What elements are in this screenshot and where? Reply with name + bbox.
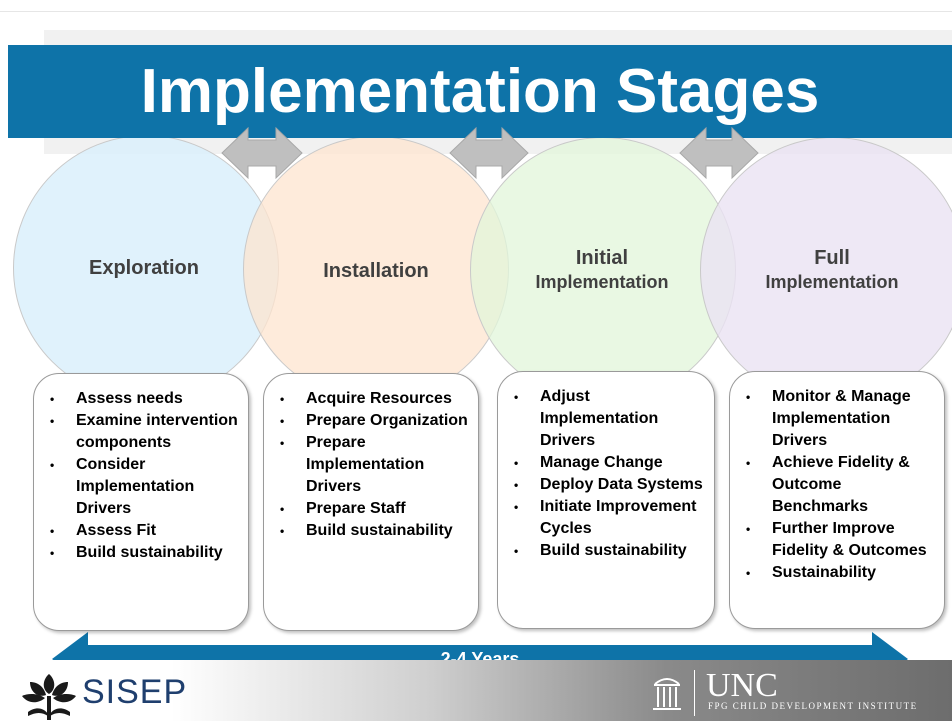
list-item: Prepare Organization [276, 410, 468, 432]
footer-band [0, 660, 952, 721]
old-well-icon [653, 678, 681, 710]
unc-logo-text: UNC [706, 667, 778, 704]
stage-box-exploration: Assess needs Examine intervention compon… [33, 373, 249, 631]
list-item: Deploy Data Systems [510, 474, 704, 496]
stage-circle-initial-implementation [470, 137, 736, 403]
list-item: Achieve Fidelity & Outcome Benchmarks [742, 452, 938, 518]
list-item: Adjust Implementation Drivers [510, 386, 704, 452]
stage-label-full-implementation: Full Implementation [765, 247, 899, 292]
list-item: Prepare Implementation Drivers [276, 432, 468, 498]
top-divider [0, 11, 952, 12]
stage-circle-exploration [13, 135, 279, 401]
stage-label-exploration: Exploration [88, 257, 199, 279]
footer-divider [694, 670, 695, 716]
activity-list: Monitor & Manage Implementation Drivers … [742, 386, 938, 584]
list-item: Assess Fit [46, 520, 238, 542]
list-item: Examine intervention components [46, 410, 238, 454]
stage-circle-full-implementation [700, 137, 952, 403]
sisep-logo-text: SISEP [82, 673, 188, 711]
stage-box-installation: Acquire Resources Prepare Organization P… [263, 373, 479, 631]
list-item: Manage Change [510, 452, 704, 474]
sisep-logo-icon [22, 674, 76, 720]
title-bar [8, 45, 952, 138]
activity-list: Adjust Implementation Drivers Manage Cha… [510, 386, 704, 562]
list-item: Further Improve Fidelity & Outcomes [742, 518, 938, 562]
activity-list: Acquire Resources Prepare Organization P… [276, 388, 468, 542]
list-item: Consider Implementation Drivers [46, 454, 238, 520]
list-item: Build sustainability [276, 520, 468, 542]
list-item: Acquire Resources [276, 388, 468, 410]
page-title: Implementation Stages [140, 57, 820, 126]
list-item: Assess needs [46, 388, 238, 410]
list-item: Monitor & Manage Implementation Drivers [742, 386, 938, 452]
stage-box-full-implementation: Monitor & Manage Implementation Drivers … [729, 371, 945, 629]
stage-box-initial-implementation: Adjust Implementation Drivers Manage Cha… [497, 371, 715, 629]
list-item: Prepare Staff [276, 498, 468, 520]
list-item: Build sustainability [46, 542, 238, 564]
stage-label-initial-implementation: Initial Implementation [535, 247, 669, 292]
activity-list: Assess needs Examine intervention compon… [46, 388, 238, 564]
list-item: Build sustainability [510, 540, 704, 562]
unc-logo-subtitle: FPG CHILD DEVELOPMENT INSTITUTE [708, 701, 918, 711]
stage-label-installation: Installation [323, 260, 429, 282]
list-item: Sustainability [742, 562, 938, 584]
list-item: Initiate Improvement Cycles [510, 496, 704, 540]
